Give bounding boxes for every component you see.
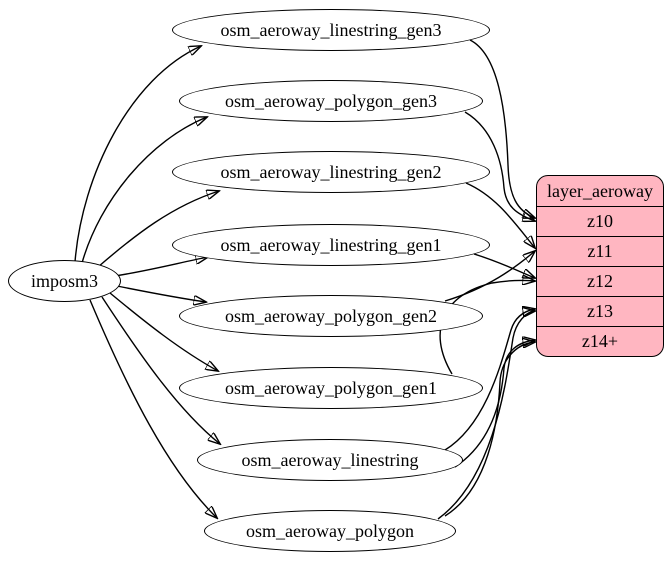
node-osm-aeroway-linestring-gen2: osm_aeroway_linestring_gen2 (172, 151, 490, 193)
node-label: osm_aeroway_polygon_gen3 (225, 90, 437, 111)
node-label: osm_aeroway_polygon_gen2 (225, 305, 437, 326)
edge-polygon-gen2-to-z11 (444, 251, 535, 302)
edge-imposm3-to-linestring-gen2 (97, 191, 219, 268)
node-label: osm_aeroway_linestring_gen3 (220, 19, 442, 40)
node-label: osm_aeroway_linestring_gen1 (220, 234, 442, 255)
node-label: osm_aeroway_polygon (246, 520, 414, 541)
node-label: osm_aeroway_linestring (241, 449, 419, 470)
node-osm-aeroway-polygon: osm_aeroway_polygon (204, 510, 456, 552)
edge-linestring-gen3-to-z10 (469, 39, 535, 218)
record-row-z13: z13 (537, 296, 663, 326)
node-label: osm_aeroway_polygon_gen1 (225, 377, 437, 398)
node-imposm3-label: imposm3 (30, 270, 98, 291)
record-row-z14plus: z14+ (537, 326, 663, 356)
record-row-z10: z10 (537, 206, 663, 236)
node-osm-aeroway-polygon-gen1: osm_aeroway_polygon_gen1 (179, 367, 483, 409)
record-row-z11: z11 (537, 236, 663, 266)
node-osm-aeroway-linestring-gen3: osm_aeroway_linestring_gen3 (172, 9, 490, 51)
edge-imposm3-to-linestring-gen1 (114, 257, 208, 277)
edge-imposm3-to-linestring (101, 296, 220, 444)
edge-linestring-to-z14 (454, 340, 535, 468)
edge-linestring-gen2-to-z11 (465, 182, 535, 248)
node-imposm3: imposm3 (8, 260, 121, 302)
edge-polygon-gen1-to-z12 (439, 280, 535, 375)
node-label: osm_aeroway_linestring_gen2 (220, 161, 442, 182)
edge-imposm3-to-polygon-gen1 (109, 292, 218, 371)
record-header: layer_aeroway (547, 180, 653, 201)
node-osm-aeroway-linestring-gen1: osm_aeroway_linestring_gen1 (172, 224, 490, 266)
edge-polygon-to-z14 (444, 342, 535, 517)
edge-imposm3-to-linestring-gen3 (74, 46, 201, 263)
node-osm-aeroway-polygon-gen3: osm_aeroway_polygon_gen3 (179, 80, 483, 122)
node-osm-aeroway-linestring: osm_aeroway_linestring (197, 439, 463, 481)
edge-imposm3-to-polygon-gen2 (116, 285, 206, 302)
edge-polygon-to-z13 (437, 311, 535, 520)
record-row-z12: z12 (537, 266, 663, 296)
edge-polygon-gen3-to-z10 (464, 111, 535, 221)
node-layer-aeroway: layer_aeroway z10 z11 z12 z13 z14+ (536, 175, 664, 357)
edge-imposm3-to-polygon (89, 299, 217, 518)
node-osm-aeroway-polygon-gen2: osm_aeroway_polygon_gen2 (179, 295, 483, 337)
edge-imposm3-to-polygon-gen3 (81, 117, 207, 264)
